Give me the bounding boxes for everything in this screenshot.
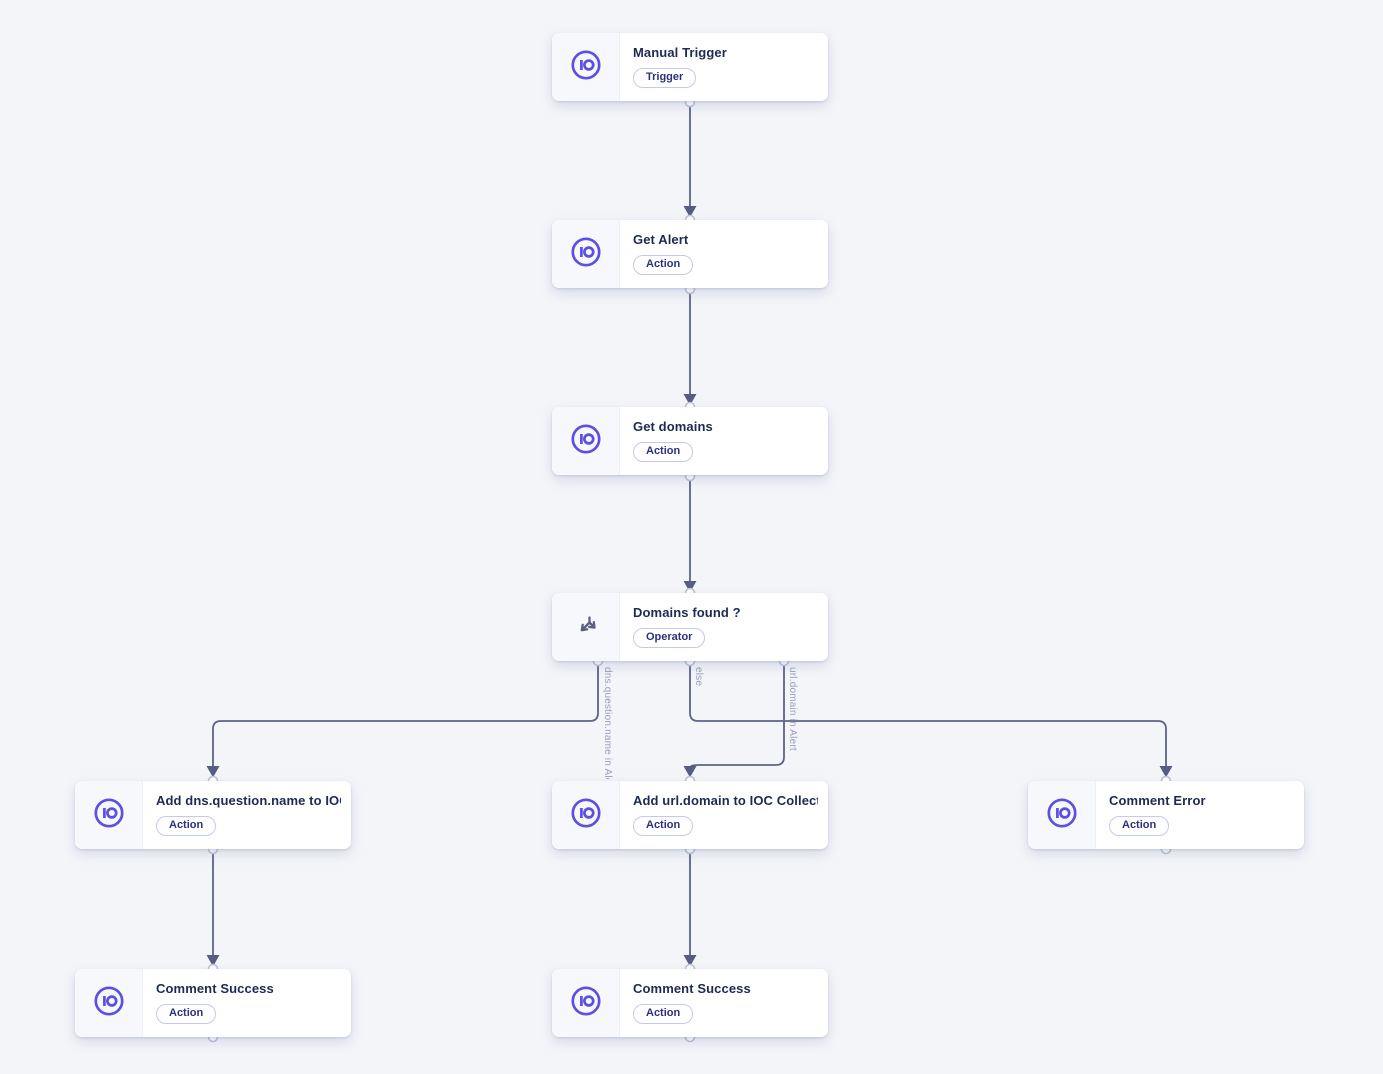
node-content: Comment Success Action	[143, 969, 351, 1037]
node-content: Comment Success Action	[620, 969, 828, 1037]
node-type-badge: Action	[633, 1004, 694, 1024]
node-manual-trigger[interactable]: Manual Trigger Trigger	[552, 33, 828, 101]
arrowhead-icon	[683, 766, 697, 778]
sekoia-logo-icon	[1045, 796, 1079, 835]
node-type-badge: Action	[633, 816, 694, 836]
node-domains-found-operator[interactable]: Domains found ? Operator	[552, 593, 828, 661]
node-content: Domains found ? Operator	[620, 593, 828, 661]
node-icon-panel	[552, 33, 620, 101]
sekoia-logo-icon	[569, 48, 603, 87]
node-title: Get domains	[633, 419, 713, 434]
node-title: Get Alert	[633, 232, 689, 247]
arrowhead-icon	[683, 206, 697, 218]
arrowhead-icon	[206, 955, 220, 967]
node-title: Add dns.question.name to IOC ...	[156, 793, 341, 808]
arrowhead-icon	[683, 581, 697, 593]
edge-label-dns-condition: dns.question.name in Alert	[602, 667, 613, 779]
node-add-dns-question-name-to-ioc[interactable]: Add dns.question.name to IOC ... Action	[75, 781, 351, 849]
sekoia-logo-icon	[569, 984, 603, 1023]
node-title: Comment Error	[1109, 793, 1206, 808]
arrowhead-icon	[683, 955, 697, 967]
node-content: Add dns.question.name to IOC ... Action	[143, 781, 351, 849]
node-content: Get Alert Action	[620, 220, 828, 288]
node-add-url-domain-to-ioc-collection[interactable]: Add url.domain to IOC Collection Action	[552, 781, 828, 849]
node-icon-panel	[552, 593, 620, 661]
node-title: Comment Success	[633, 981, 751, 996]
node-comment-error[interactable]: Comment Error Action	[1028, 781, 1304, 849]
node-get-alert[interactable]: Get Alert Action	[552, 220, 828, 288]
node-comment-success-left[interactable]: Comment Success Action	[75, 969, 351, 1037]
branch-split-icon	[571, 610, 601, 645]
arrowhead-icon	[1159, 766, 1173, 778]
node-type-badge: Action	[633, 255, 694, 275]
edge-domains-found-to-add-url	[689, 661, 785, 769]
node-content: Manual Trigger Trigger	[620, 33, 828, 101]
sekoia-logo-icon	[569, 235, 603, 274]
node-get-domains[interactable]: Get domains Action	[552, 407, 828, 475]
node-icon-panel	[552, 969, 620, 1037]
node-content: Get domains Action	[620, 407, 828, 475]
edge-domains-found-else-to-comment-error	[689, 661, 1167, 766]
node-title: Domains found ?	[633, 605, 741, 620]
node-type-badge: Trigger	[633, 68, 697, 88]
edge-label-url-condition: url.domain in Alert	[787, 667, 798, 751]
node-type-badge: Action	[1109, 816, 1170, 836]
node-title: Manual Trigger	[633, 45, 727, 60]
node-type-badge: Action	[156, 816, 217, 836]
node-icon-panel	[1028, 781, 1096, 849]
node-icon-panel	[552, 407, 620, 475]
node-content: Comment Error Action	[1096, 781, 1304, 849]
sekoia-logo-icon	[92, 984, 126, 1023]
node-title: Add url.domain to IOC Collection	[633, 793, 818, 808]
sekoia-logo-icon	[92, 796, 126, 835]
node-icon-panel	[75, 969, 143, 1037]
node-content: Add url.domain to IOC Collection Action	[620, 781, 828, 849]
node-icon-panel	[75, 781, 143, 849]
sekoia-logo-icon	[569, 796, 603, 835]
node-type-badge: Action	[156, 1004, 217, 1024]
edge-label-else-condition: else	[693, 667, 704, 687]
node-type-badge: Action	[633, 442, 694, 462]
node-title: Comment Success	[156, 981, 274, 996]
arrowhead-icon	[206, 766, 220, 778]
edge-domains-found-to-add-dns	[212, 661, 599, 766]
node-icon-panel	[552, 781, 620, 849]
node-comment-success-center[interactable]: Comment Success Action	[552, 969, 828, 1037]
arrowhead-icon	[683, 394, 697, 406]
node-icon-panel	[552, 220, 620, 288]
sekoia-logo-icon	[569, 422, 603, 461]
node-type-badge: Operator	[633, 628, 706, 648]
